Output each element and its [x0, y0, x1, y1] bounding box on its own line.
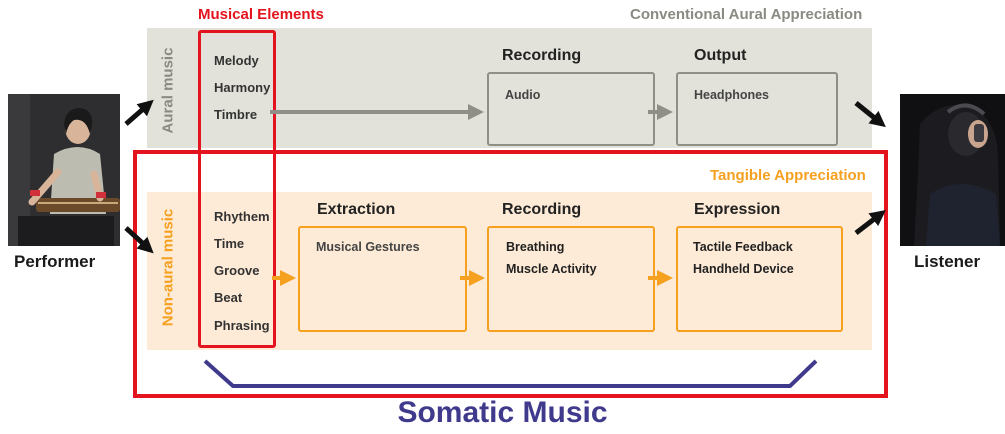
somatic-music-frame [133, 150, 888, 398]
expression-handheld-device: Handheld Device [693, 262, 794, 276]
arrow-performer-to-nonaural [124, 226, 154, 254]
output-box [676, 72, 838, 146]
expression-title: Expression [694, 201, 781, 218]
element-melody: Melody [214, 53, 259, 68]
extraction-title: Extraction [317, 201, 396, 218]
expression-box [676, 226, 843, 332]
aural-recording-box [487, 72, 655, 146]
aural-recording-audio: Audio [505, 88, 541, 102]
musical-elements-header: Musical Elements [198, 6, 324, 23]
element-harmony: Harmony [214, 80, 271, 95]
somatic-music-title: Somatic Music [397, 396, 608, 429]
performer-photo [8, 94, 120, 246]
arrow-tangible-to-listener [854, 209, 886, 235]
element-time: Time [214, 236, 245, 251]
tangible-appreciation-header: Tangible Appreciation [710, 167, 866, 184]
element-rhythem: Rhythem [214, 209, 270, 224]
listener-photo [900, 94, 1005, 246]
element-phrasing: Phrasing [214, 318, 270, 333]
output-title: Output [694, 47, 747, 64]
performer-label: Performer [14, 252, 96, 271]
tangible-recording-box [487, 226, 655, 332]
arrow-performer-to-aural [124, 99, 154, 126]
musical-elements-frame [198, 30, 276, 348]
listener-label: Listener [914, 252, 981, 271]
aural-recording-title: Recording [502, 47, 582, 64]
somatic-bracket [203, 359, 818, 388]
element-beat: Beat [214, 290, 243, 305]
extraction-musical-gestures: Musical Gestures [316, 240, 420, 254]
expression-tactile-feedback: Tactile Feedback [693, 240, 793, 254]
output-headphones: Headphones [694, 88, 770, 102]
element-timbre: Timbre [214, 107, 258, 122]
tangible-recording-title: Recording [502, 201, 582, 218]
element-groove: Groove [214, 263, 260, 278]
conventional-appreciation-header: Conventional Aural Appreciation [630, 6, 863, 23]
arrow-aural-to-listener [854, 101, 886, 128]
recording-breathing: Breathing [506, 240, 565, 254]
recording-muscle-activity: Muscle Activity [506, 262, 597, 276]
aural-music-band [147, 28, 872, 148]
